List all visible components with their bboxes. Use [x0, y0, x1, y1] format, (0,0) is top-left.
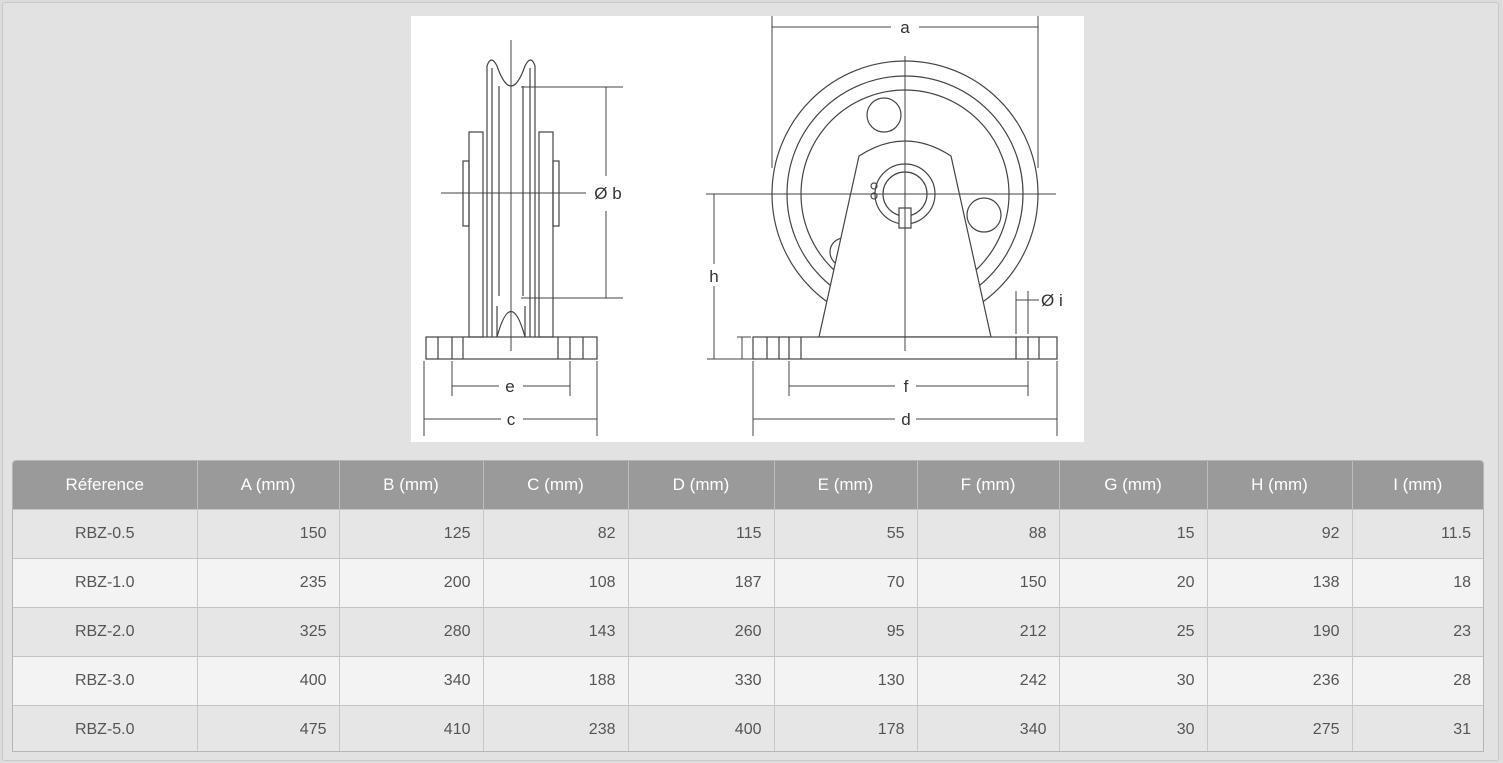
- dim-label-d: d: [901, 410, 910, 429]
- cell-a: 400: [197, 656, 340, 706]
- cell-b: 340: [339, 656, 484, 706]
- cell-i: 23: [1352, 607, 1483, 657]
- cell-d: 260: [628, 607, 775, 657]
- cell-reference: RBZ-5.0: [13, 705, 198, 751]
- cell-d: 330: [628, 656, 775, 706]
- cell-h: 190: [1207, 607, 1353, 657]
- header-i[interactable]: I (mm): [1352, 461, 1483, 510]
- cell-d: 187: [628, 558, 775, 608]
- cell-c: 188: [483, 656, 629, 706]
- cell-e: 55: [774, 509, 918, 559]
- cell-h: 275: [1207, 705, 1353, 751]
- table-row: RBZ-1.0 235 200 108 187 70 150 20 138 18: [13, 558, 1483, 608]
- cell-b: 280: [339, 607, 484, 657]
- header-c[interactable]: C (mm): [483, 461, 629, 510]
- dim-label-f: f: [904, 377, 909, 396]
- technical-drawing: a Ø b c d e f h Ø i: [411, 16, 1084, 442]
- side-view: [423, 40, 623, 436]
- table-row: RBZ-3.0 400 340 188 330 130 242 30 236 2…: [13, 656, 1483, 706]
- dim-label-i: Ø i: [1041, 291, 1063, 310]
- cell-i: 18: [1352, 558, 1483, 608]
- header-h[interactable]: H (mm): [1207, 461, 1353, 510]
- cell-f: 242: [917, 656, 1060, 706]
- cell-b: 200: [339, 558, 484, 608]
- cell-d: 115: [628, 509, 775, 559]
- dimensions-table-container: Réference A (mm) B (mm) C (mm) D (mm) E …: [12, 460, 1484, 752]
- cell-b: 125: [339, 509, 484, 559]
- cell-h: 236: [1207, 656, 1353, 706]
- dim-label-a: a: [900, 18, 910, 37]
- header-e[interactable]: E (mm): [774, 461, 918, 510]
- dim-label-c: c: [507, 410, 516, 429]
- cell-f: 150: [917, 558, 1060, 608]
- cell-h: 92: [1207, 509, 1353, 559]
- dim-label-h: h: [709, 267, 718, 286]
- cell-c: 108: [483, 558, 629, 608]
- table-row: RBZ-5.0 475 410 238 400 178 340 30 275 3…: [13, 705, 1483, 751]
- cell-a: 475: [197, 705, 340, 751]
- cell-c: 238: [483, 705, 629, 751]
- cell-i: 28: [1352, 656, 1483, 706]
- cell-g: 15: [1059, 509, 1208, 559]
- cell-f: 88: [917, 509, 1060, 559]
- cell-a: 235: [197, 558, 340, 608]
- cell-g: 30: [1059, 656, 1208, 706]
- cell-g: 30: [1059, 705, 1208, 751]
- cell-f: 212: [917, 607, 1060, 657]
- cell-e: 95: [774, 607, 918, 657]
- cell-b: 410: [339, 705, 484, 751]
- table-row: RBZ-0.5 150 125 82 115 55 88 15 92 11.5: [13, 509, 1483, 559]
- cell-reference: RBZ-3.0: [13, 656, 198, 706]
- cell-reference: RBZ-2.0: [13, 607, 198, 657]
- cell-a: 150: [197, 509, 340, 559]
- cell-e: 130: [774, 656, 918, 706]
- front-view: [706, 16, 1058, 436]
- cell-reference: RBZ-1.0: [13, 558, 198, 608]
- table-header-row: Réference A (mm) B (mm) C (mm) D (mm) E …: [13, 461, 1483, 510]
- cell-h: 138: [1207, 558, 1353, 608]
- header-reference[interactable]: Réference: [13, 461, 198, 510]
- dim-label-b: Ø b: [594, 184, 621, 203]
- cell-a: 325: [197, 607, 340, 657]
- cell-i: 31: [1352, 705, 1483, 751]
- cell-g: 25: [1059, 607, 1208, 657]
- cell-e: 178: [774, 705, 918, 751]
- cell-reference: RBZ-0.5: [13, 509, 198, 559]
- header-b[interactable]: B (mm): [339, 461, 484, 510]
- dim-label-e: e: [505, 377, 514, 396]
- table-row: RBZ-2.0 325 280 143 260 95 212 25 190 23: [13, 607, 1483, 657]
- pulley-dimension-diagram: a Ø b c d e f h Ø i: [423, 16, 1063, 436]
- cell-d: 400: [628, 705, 775, 751]
- cell-i: 11.5: [1352, 509, 1483, 559]
- cell-e: 70: [774, 558, 918, 608]
- cell-g: 20: [1059, 558, 1208, 608]
- cell-c: 82: [483, 509, 629, 559]
- header-d[interactable]: D (mm): [628, 461, 775, 510]
- header-f[interactable]: F (mm): [917, 461, 1060, 510]
- header-g[interactable]: G (mm): [1059, 461, 1208, 510]
- cell-c: 143: [483, 607, 629, 657]
- dimensions-table: Réference A (mm) B (mm) C (mm) D (mm) E …: [13, 461, 1483, 751]
- cell-f: 340: [917, 705, 1060, 751]
- header-a[interactable]: A (mm): [197, 461, 340, 510]
